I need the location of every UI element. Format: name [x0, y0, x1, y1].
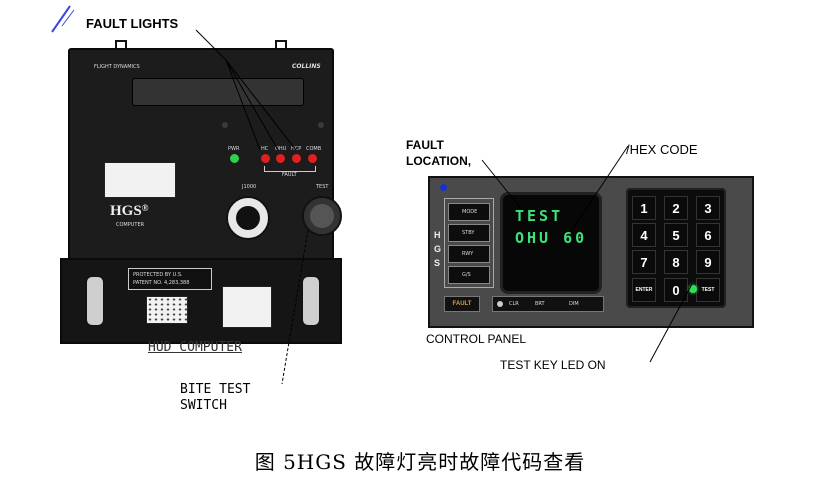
- key-4[interactable]: 4: [632, 223, 656, 247]
- figure-caption: 图 5HGS 故障灯亮时故障代码查看: [254, 450, 586, 474]
- screen-line-1: TEST: [515, 207, 564, 225]
- control-panel: MODE STBY RWY G/S H G S TEST OHU 60 FAUL…: [428, 176, 754, 328]
- rwy-label: RWY: [462, 251, 474, 257]
- patent-line-2: PATENT NO. 4,283,388: [133, 280, 190, 286]
- fault-led-hc: [261, 154, 270, 163]
- key-9[interactable]: 9: [696, 250, 720, 274]
- fault-label-hc: HC: [261, 146, 269, 152]
- fault-led-hcp: [292, 154, 301, 163]
- bottom-dot-icon: [497, 301, 503, 307]
- hgs-letter-g: G: [434, 244, 442, 254]
- bite-test-switch[interactable]: [302, 196, 342, 236]
- hgs-letter-s: S: [434, 258, 441, 268]
- hud-lower-chassis: PROTECTED BY U.S. PATENT NO. 4,283,388: [60, 258, 342, 344]
- test-key-led-label: TEST KEY LED ON: [500, 358, 606, 372]
- j1000-label: J1000: [242, 184, 257, 190]
- rwy-button[interactable]: RWY: [448, 245, 490, 263]
- screw-left: [222, 122, 228, 128]
- gs-label: G/S: [462, 272, 471, 278]
- hex-code-label: /HEX CODE: [626, 142, 698, 157]
- model-circle-icon: ®: [141, 203, 149, 213]
- serial-label: [222, 286, 272, 328]
- mode-button[interactable]: MODE: [448, 203, 490, 221]
- enter-key[interactable]: ENTER: [632, 278, 656, 302]
- model-text: HGS: [110, 203, 142, 219]
- pwr-led: [230, 154, 239, 163]
- pwr-label: PWR: [228, 146, 240, 152]
- mode-label: MODE: [462, 209, 478, 215]
- flight-dynamics-label: FLIGHT DYNAMICS: [94, 64, 140, 70]
- patent-plate: PROTECTED BY U.S. PATENT NO. 4,283,388: [128, 268, 212, 290]
- fault-led-comb: [308, 154, 317, 163]
- keypad: 1 2 3 4 5 6 7 8 9 ENTER 0 TEST: [626, 188, 726, 308]
- display-slot: [132, 78, 304, 106]
- brt-key[interactable]: BRT: [535, 301, 545, 307]
- fault-label-hcp: HCP: [291, 146, 302, 152]
- key-6[interactable]: 6: [696, 223, 720, 247]
- key-7[interactable]: 7: [632, 250, 656, 274]
- fault-button-label: FAULT: [452, 301, 472, 307]
- left-rail: [86, 276, 104, 326]
- model-suffix: COMPUTER: [116, 222, 145, 228]
- gs-button[interactable]: G/S: [448, 266, 490, 284]
- stby-button[interactable]: STBY: [448, 224, 490, 242]
- fault-location-label-line1: FAULT: [406, 138, 444, 152]
- bite-test-label-line2: SWITCH: [180, 398, 227, 413]
- stby-label: STBY: [462, 230, 475, 236]
- key-3[interactable]: 3: [696, 196, 720, 220]
- clr-key[interactable]: CLR: [509, 301, 519, 307]
- fault-bracket: [264, 166, 316, 172]
- test-key[interactable]: TEST: [696, 278, 720, 302]
- fault-location-label-line2: LOCATION,: [406, 154, 472, 168]
- right-rail: [302, 276, 320, 326]
- nameplate: [104, 162, 176, 198]
- corner-slash-1: [51, 5, 71, 33]
- panel-blue-dot: [440, 184, 447, 191]
- dot-grid-label: [146, 296, 188, 324]
- key-2[interactable]: 2: [664, 196, 688, 220]
- control-panel-label: CONTROL PANEL: [426, 332, 527, 346]
- hud-upper-chassis: FLIGHT DYNAMICS COLLINS PWR HC OHU HCP C…: [68, 48, 342, 262]
- key-0[interactable]: 0: [664, 278, 688, 302]
- corner-slash-2: [61, 9, 75, 27]
- fault-label-comb: COMB: [306, 146, 322, 152]
- j1000-connector: [226, 196, 270, 240]
- screw-right: [318, 122, 324, 128]
- side-buttons: MODE STBY RWY G/S: [444, 198, 494, 288]
- screen-line-2: OHU 60: [515, 229, 588, 247]
- test-key-led: [689, 285, 697, 293]
- key-8[interactable]: 8: [664, 250, 688, 274]
- test-label: TEST: [316, 184, 329, 190]
- top-handle-right: [275, 40, 287, 52]
- fault-lights-label: FAULT LIGHTS: [86, 16, 179, 31]
- display-screen: TEST OHU 60: [500, 192, 602, 294]
- key-1[interactable]: 1: [632, 196, 656, 220]
- hgs-letter-h: H: [434, 230, 441, 240]
- model-name: HGS®: [110, 203, 148, 220]
- bite-test-label-line1: BITE TEST: [180, 382, 251, 397]
- fault-button[interactable]: FAULT: [444, 296, 480, 312]
- top-handle-left: [115, 40, 127, 52]
- bottom-keys: CLR BRT DIM: [492, 296, 604, 312]
- key-5[interactable]: 5: [664, 223, 688, 247]
- patent-line-1: PROTECTED BY U.S.: [133, 272, 183, 278]
- fault-caption: FAULT: [282, 172, 297, 178]
- fault-led-ohu: [276, 154, 285, 163]
- brand-logo: COLLINS: [292, 63, 321, 70]
- fault-label-ohu: OHU: [275, 146, 287, 152]
- hud-computer-figure: FLIGHT DYNAMICS COLLINS PWR HC OHU HCP C…: [60, 40, 342, 344]
- hud-computer-label: HUD COMPUTER: [148, 340, 242, 355]
- dim-key[interactable]: DIM: [569, 301, 579, 307]
